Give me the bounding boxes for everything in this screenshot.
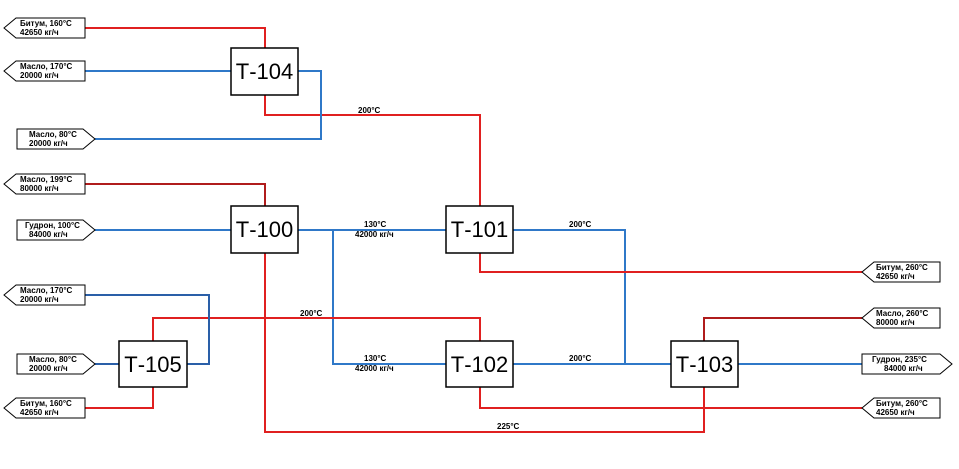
stream-line-t100-to-t102 xyxy=(332,230,446,365)
stream-tag-maslo-199: Масло, 199°C 80000 кг/ч xyxy=(3,173,86,195)
exchanger-t100: Т-100 xyxy=(230,205,299,254)
stream-tag-line1: Масло, 80°C xyxy=(29,355,77,364)
stream-tag-line2: 20000 кг/ч xyxy=(29,139,68,148)
stream-tag-line1: Масло, 260°C xyxy=(876,309,929,318)
label-temp-225: 225°C xyxy=(497,422,520,431)
stream-tag-line1: Битум, 160°C xyxy=(20,399,72,408)
stream-line-bitum-260-b xyxy=(479,387,862,409)
stream-tag-maslo-170-top: Масло, 170°C 20000 кг/ч xyxy=(3,60,86,82)
stream-tag-line2: 80000 кг/ч xyxy=(876,318,915,327)
stream-line-bitum-bot xyxy=(85,387,154,409)
stream-tag-line2: 42650 кг/ч xyxy=(876,408,915,417)
stream-tag-line2: 20000 кг/ч xyxy=(20,295,59,304)
exchanger-t105: Т-105 xyxy=(118,340,188,388)
label-temp-130-b: 130°C xyxy=(364,354,387,363)
stream-tag-line2: 42650 кг/ч xyxy=(20,28,59,37)
stream-line-maslo-170-bot xyxy=(85,294,210,365)
label-temp-200-low: 200°C xyxy=(569,354,592,363)
exchanger-t104-label: Т-104 xyxy=(236,59,293,84)
stream-tag-gudron-235: Гудрон, 235°C 84000 кг/ч xyxy=(861,353,953,375)
stream-tag-bitum-260-a: Битум, 260°C 42650 кг/ч xyxy=(861,261,941,283)
exchanger-t101-label: Т-101 xyxy=(451,217,508,242)
stream-tag-line2: 20000 кг/ч xyxy=(20,71,59,80)
stream-tag-line1: Битум, 260°C xyxy=(876,399,928,408)
stream-tag-line2: 42650 кг/ч xyxy=(876,272,915,281)
stream-line-bitum-260-a xyxy=(479,253,862,273)
stream-tag-line2: 20000 кг/ч xyxy=(29,364,68,373)
stream-line-maslo-80-top xyxy=(95,70,322,140)
stream-tag-line1: Масло, 80°C xyxy=(29,130,77,139)
stream-line-bitum-top xyxy=(85,27,266,48)
exchanger-t102: Т-102 xyxy=(445,340,514,388)
stream-line-maslo-199 xyxy=(85,183,266,206)
stream-tag-maslo-80-top: Масло, 80°C 20000 кг/ч xyxy=(16,128,96,150)
stream-tag-gudron-100: Гудрон, 100°C 84000 кг/ч xyxy=(16,219,96,241)
stream-tag-line1: Гудрон, 235°C xyxy=(872,355,927,364)
stream-tag-bitum-bot: Битум, 160°C 42650 кг/ч xyxy=(3,397,86,419)
stream-tag-line1: Гудрон, 100°C xyxy=(25,221,80,230)
stream-line-maslo-260 xyxy=(703,317,862,341)
stream-line-t104-to-t101 xyxy=(264,95,481,206)
exchanger-t100-label: Т-100 xyxy=(236,217,293,242)
stream-line-t105-to-t102 xyxy=(152,317,481,341)
label-flow-42000-b: 42000 кг/ч xyxy=(355,364,394,373)
stream-tag-line2: 42650 кг/ч xyxy=(20,408,59,417)
exchanger-t103-label: Т-103 xyxy=(676,352,733,377)
stream-tag-line2: 80000 кг/ч xyxy=(20,184,59,193)
stream-tag-line1: Битум, 160°C xyxy=(20,19,72,28)
exchanger-t102-label: Т-102 xyxy=(451,352,508,377)
stream-tag-line1: Масло, 170°C xyxy=(20,62,73,71)
stream-tag-line1: Битум, 260°C xyxy=(876,263,928,272)
exchanger-t103: Т-103 xyxy=(670,340,739,388)
exchanger-t105-label: Т-105 xyxy=(124,352,181,377)
stream-line-t101-to-t103 xyxy=(513,229,626,364)
stream-tag-line2: 84000 кг/ч xyxy=(884,364,923,373)
label-flow-42000-a: 42000 кг/ч xyxy=(355,230,394,239)
stream-tag-bitum-260-b: Битум, 260°C 42650 кг/ч xyxy=(861,397,941,419)
stream-tag-line1: Масло, 199°C xyxy=(20,175,73,184)
label-temp-200-top: 200°C xyxy=(358,106,381,115)
label-temp-130-a: 130°C xyxy=(364,220,387,229)
stream-tag-maslo-260: Масло, 260°C 80000 кг/ч xyxy=(861,307,941,329)
stream-tag-maslo-80-bot: Масло, 80°C 20000 кг/ч xyxy=(16,353,96,375)
stream-tag-line2: 84000 кг/ч xyxy=(29,230,68,239)
stream-tag-bitum-top: Битум, 160°C 42650 кг/ч xyxy=(3,17,86,39)
label-temp-200-right: 200°C xyxy=(569,220,592,229)
stream-tag-line1: Масло, 170°C xyxy=(20,286,73,295)
exchanger-t101: Т-101 xyxy=(445,205,514,254)
label-temp-200-mid: 200°C xyxy=(300,309,323,318)
exchanger-t104: Т-104 xyxy=(230,47,299,96)
stream-tag-maslo-170-bot: Масло, 170°C 20000 кг/ч xyxy=(3,284,86,306)
